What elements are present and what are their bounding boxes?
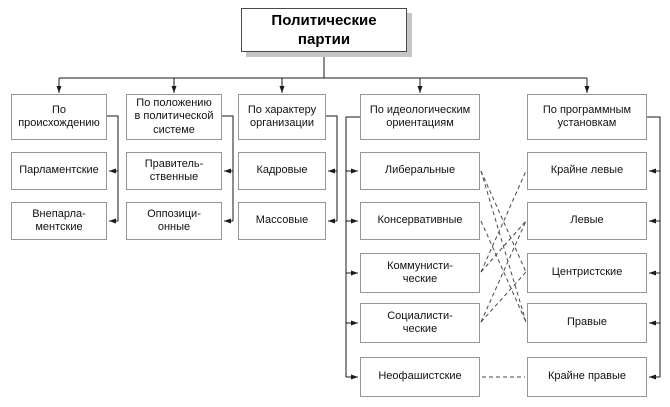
node-liberal: Либеральные bbox=[360, 152, 480, 190]
header-by-origin: По происхождению bbox=[11, 94, 107, 140]
node-far-right: Крайне правые bbox=[527, 357, 647, 397]
header-by-program: По программным установкам bbox=[527, 94, 647, 140]
node-parliamentary: Парламентские bbox=[11, 152, 107, 190]
node-cadre: Кадровые bbox=[238, 152, 326, 190]
node-far-left: Крайне левые bbox=[527, 152, 647, 190]
node-right: Правые bbox=[527, 303, 647, 343]
trunk-organization bbox=[326, 115, 338, 221]
node-conservative: Консервативные bbox=[360, 202, 480, 240]
trunk-position bbox=[222, 115, 234, 221]
header-by-organization: По характеру организации bbox=[238, 94, 326, 140]
top-rail-line bbox=[59, 53, 587, 79]
relation-liberal-right bbox=[480, 170, 527, 323]
node-centrist: Центристские bbox=[527, 253, 647, 293]
node-nonparliamentary: Внепарла- ментские bbox=[11, 202, 107, 240]
relation-communist-far-left bbox=[480, 170, 527, 273]
trunk-origin bbox=[107, 115, 119, 221]
relation-liberal-centrist bbox=[480, 170, 527, 273]
header-by-ideology: По идеологическим ориентациям bbox=[360, 94, 480, 140]
relation-conservative-right bbox=[480, 220, 527, 323]
relation-socialist-centrist bbox=[480, 271, 527, 323]
relation-socialist-left bbox=[480, 220, 527, 323]
node-left: Левые bbox=[527, 202, 647, 240]
node-mass: Массовые bbox=[238, 202, 326, 240]
trunk-ideology bbox=[345, 116, 360, 377]
node-communist: Коммунисти- ческие bbox=[360, 253, 480, 293]
trunk-program bbox=[647, 116, 661, 377]
node-oppositional: Оппозици- онные bbox=[126, 202, 222, 240]
node-governmental: Правитель- ственные bbox=[126, 152, 222, 190]
node-socialist: Социалисти- ческие bbox=[360, 303, 480, 343]
node-neofascist: Неофашистские bbox=[360, 357, 480, 397]
relation-communist-left bbox=[480, 220, 527, 273]
header-by-position: По положению в политической системе bbox=[126, 94, 222, 140]
diagram-title: Политические партии bbox=[241, 8, 407, 52]
